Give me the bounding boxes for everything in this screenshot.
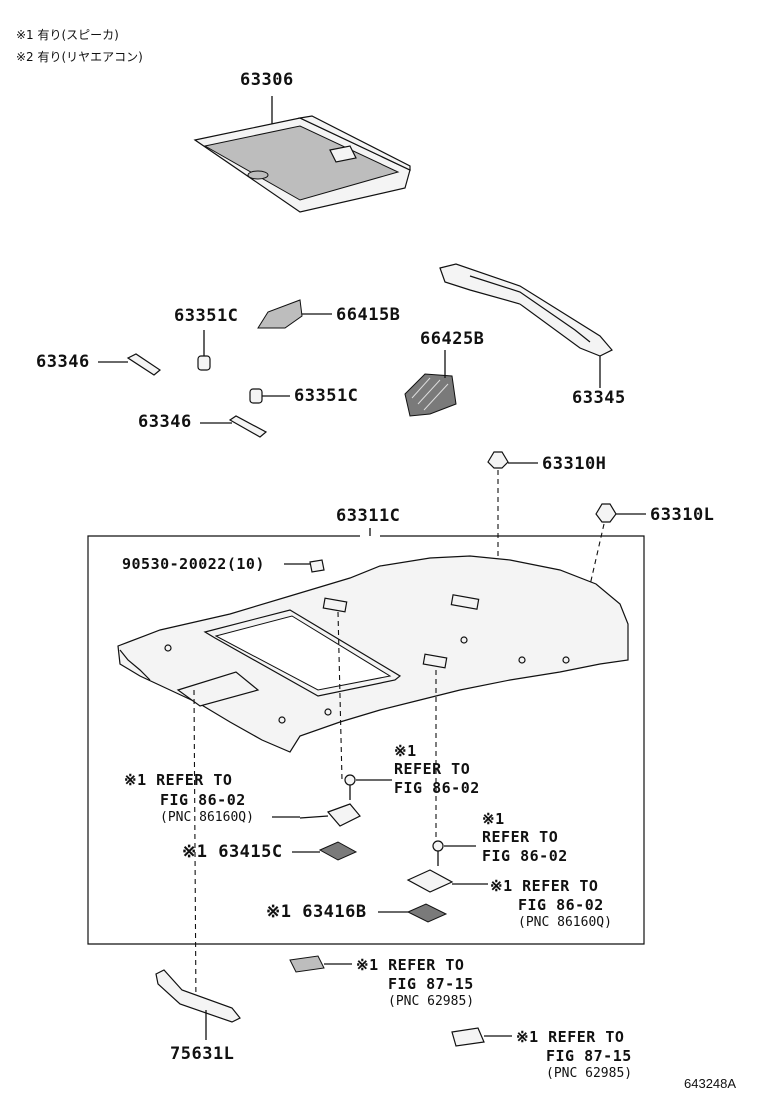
sunshade-panel-63306 — [193, 115, 411, 213]
ref-right-upper-mark: ※1 — [482, 810, 505, 828]
label-66415b: 66415B — [336, 305, 401, 325]
ref-right-lower-pnc: (PNC 86160Q) — [518, 915, 612, 930]
label-63351c-upper: 63351C — [174, 306, 239, 326]
headliner-63311c — [117, 555, 629, 753]
ref-left-pnc: (PNC 86160Q) — [160, 810, 254, 825]
label-63351c-lower: 63351C — [294, 386, 359, 406]
moulding-75631l — [155, 969, 241, 1023]
ref-lamp-a-pnc: (PNC 62985) — [388, 994, 475, 1009]
label-63310l: 63310L — [650, 505, 715, 525]
ref-lamp-b-line1: ※1 REFER TO — [516, 1028, 625, 1046]
screw-left — [344, 774, 356, 800]
ref-mid-line1: REFER TO — [394, 760, 471, 778]
ref-right-lower-line2: FIG 86-02 — [518, 896, 604, 914]
part-90530-20022 — [309, 559, 325, 573]
ref-lamp-b-pnc: (PNC 62985) — [546, 1066, 633, 1081]
pad-63416b — [406, 903, 448, 923]
label-63415c: ※1 63415C — [182, 842, 283, 862]
ref-right-lower-line1: ※1 REFER TO — [490, 877, 599, 895]
clip-63310l — [595, 503, 617, 523]
screw-right — [432, 840, 444, 866]
ref-left-line1: ※1 REFER TO — [124, 771, 233, 789]
ref-lamp-a-line1: ※1 REFER TO — [356, 956, 465, 974]
label-63311c: 63311C — [336, 506, 401, 526]
ref-right-upper-line1: REFER TO — [482, 828, 559, 846]
label-63346-lower: 63346 — [138, 412, 192, 432]
note-speaker: ※1 有り(スピーカ) — [16, 28, 119, 42]
pad-66425b — [404, 373, 457, 417]
ref-lamp-b-line2: FIG 87-15 — [546, 1047, 632, 1065]
pad-63415c — [318, 841, 358, 861]
ref-left-line2: FIG 86-02 — [160, 791, 246, 809]
clip-63310h — [487, 451, 509, 469]
strip-63346-lower — [228, 415, 268, 438]
strip-63346-upper — [126, 353, 162, 376]
ref-lamp-a-line2: FIG 87-15 — [388, 975, 474, 993]
note-rear-aircon: ※2 有り(リヤエアコン) — [16, 50, 143, 64]
clip-63351c-lower — [249, 388, 263, 404]
ref-right-upper-line2: FIG 86-02 — [482, 847, 568, 865]
label-63310h: 63310H — [542, 454, 607, 474]
dash-left-bracket — [337, 611, 343, 781]
figure-code: 643248A — [684, 1076, 737, 1091]
ref-mid-line2: FIG 86-02 — [394, 779, 480, 797]
bracket-left — [299, 803, 361, 827]
bracket-right — [406, 869, 488, 893]
lamp-a — [289, 955, 325, 973]
ref-mid-mark: ※1 — [394, 742, 417, 760]
clip-63351c-upper — [197, 355, 211, 371]
label-63346-upper: 63346 — [36, 352, 90, 372]
lamp-b — [451, 1027, 485, 1047]
label-63306: 63306 — [240, 70, 294, 90]
label-90530-20022: 90530-20022(10) — [122, 555, 265, 573]
label-63416b: ※1 63416B — [266, 902, 367, 922]
part-66415b — [257, 299, 303, 329]
label-66425b: 66425B — [420, 329, 485, 349]
label-63345: 63345 — [572, 388, 626, 408]
assembly-frame — [87, 535, 645, 945]
label-75631l: 75631L — [170, 1044, 235, 1064]
